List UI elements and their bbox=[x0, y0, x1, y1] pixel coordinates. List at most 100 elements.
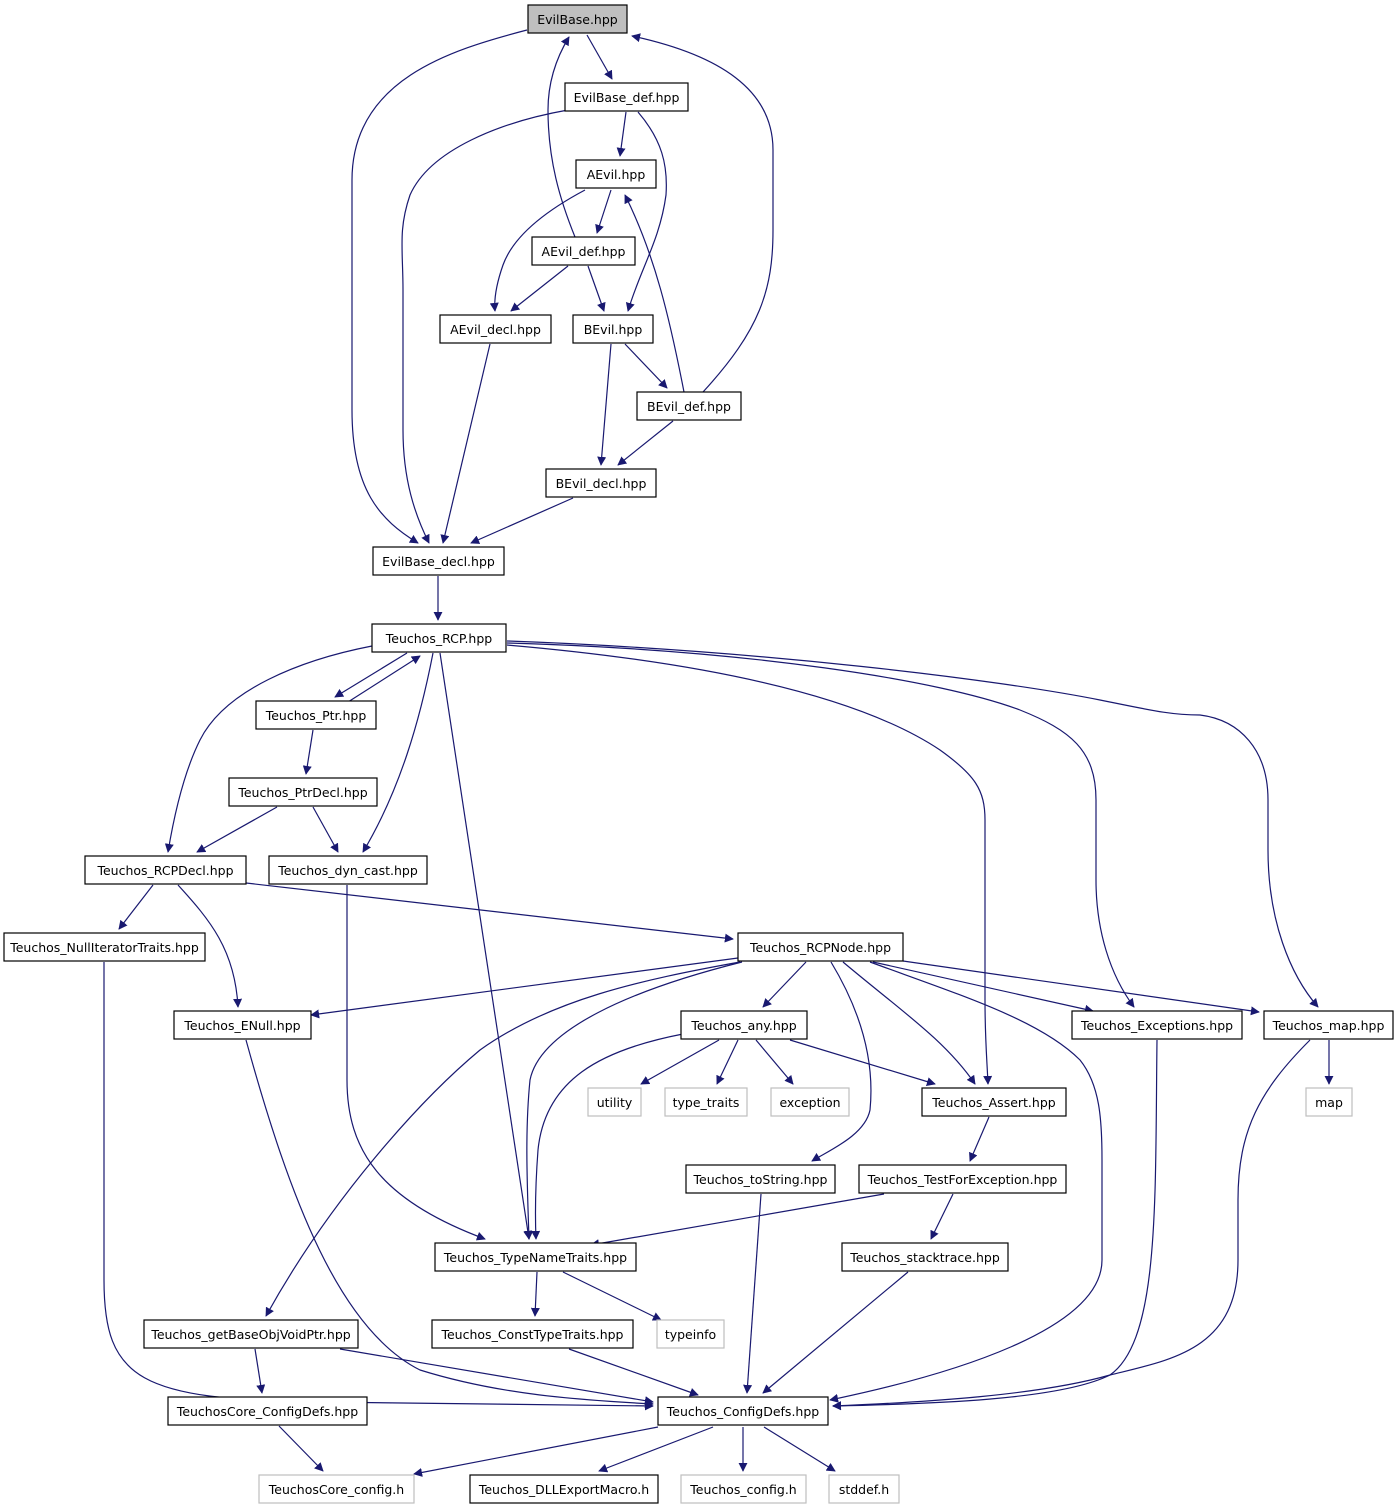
edge-evilbase-to-evilbase_def bbox=[586, 34, 613, 80]
node-configdefs[interactable]: Teuchos_ConfigDefs.hpp bbox=[657, 1396, 829, 1426]
node-label: map bbox=[1315, 1095, 1343, 1110]
node-box bbox=[564, 82, 689, 112]
edge-getbase-to-configdefs bbox=[339, 1348, 654, 1406]
node-label: EvilBase_decl.hpp bbox=[382, 554, 495, 569]
node-label: TeuchosCore_ConfigDefs.hpp bbox=[176, 1404, 358, 1419]
node-aevil[interactable]: AEvil.hpp bbox=[575, 159, 657, 189]
edge-exceptions-to-configdefs bbox=[832, 1039, 1158, 1411]
node-exceptions[interactable]: Teuchos_Exceptions.hpp bbox=[1071, 1010, 1243, 1040]
edge-rcpnode-to-enull bbox=[310, 957, 739, 1019]
edge-rcpnode-to-getbase bbox=[265, 961, 741, 1317]
edge-aevil-to-aevil_def bbox=[595, 189, 612, 234]
node-rcp[interactable]: Teuchos_RCP.hpp bbox=[371, 623, 507, 653]
node-rcpnode[interactable]: Teuchos_RCPNode.hpp bbox=[737, 932, 904, 962]
edge-testforexc-to-stacktrace bbox=[930, 1193, 954, 1240]
node-label: Teuchos_config.h bbox=[689, 1482, 796, 1497]
node-consttype[interactable]: Teuchos_ConstTypeTraits.hpp bbox=[431, 1319, 634, 1349]
node-label: Teuchos_any.hpp bbox=[690, 1018, 796, 1033]
edge-evilbase_def-to-evilbase_decl bbox=[401, 109, 569, 544]
node-label: BEvil_def.hpp bbox=[647, 399, 731, 414]
node-label: Teuchos_dyn_cast.hpp bbox=[277, 863, 418, 878]
node-box bbox=[545, 468, 657, 498]
node-box bbox=[575, 159, 657, 189]
node-bevil-decl[interactable]: BEvil_decl.hpp bbox=[545, 468, 657, 498]
node-label: Teuchos_Ptr.hpp bbox=[265, 708, 367, 723]
node-label: Teuchos_Assert.hpp bbox=[931, 1095, 1055, 1110]
node-box bbox=[167, 1396, 368, 1426]
node-ptr[interactable]: Teuchos_Ptr.hpp bbox=[255, 700, 377, 730]
node-dllexport[interactable]: Teuchos_DLLExportMacro.h bbox=[469, 1474, 659, 1504]
node-coreconfigdefs[interactable]: TeuchosCore_ConfigDefs.hpp bbox=[167, 1396, 368, 1426]
node-type-traits: type_traits bbox=[664, 1087, 748, 1117]
node-label: AEvil_def.hpp bbox=[542, 244, 626, 259]
node-rcpdecl[interactable]: Teuchos_RCPDecl.hpp bbox=[84, 855, 247, 885]
node-assert[interactable]: Teuchos_Assert.hpp bbox=[921, 1087, 1067, 1117]
node-label: stddef.h bbox=[839, 1482, 889, 1497]
node-typename[interactable]: Teuchos_TypeNameTraits.hpp bbox=[434, 1242, 637, 1272]
edge-configdefs-to-dllexport bbox=[598, 1426, 714, 1473]
edge-bevil-to-bevil_decl bbox=[597, 343, 612, 466]
node-label: exception bbox=[779, 1095, 840, 1110]
edge-rcpnode-to-configdefs bbox=[829, 961, 1103, 1403]
node-box bbox=[1305, 1087, 1353, 1117]
node-label: Teuchos_RCPNode.hpp bbox=[749, 940, 891, 955]
node-evilbase-def[interactable]: EvilBase_def.hpp bbox=[564, 82, 689, 112]
node-box bbox=[84, 855, 247, 885]
node-label: BEvil_decl.hpp bbox=[556, 476, 647, 491]
node-nulliter[interactable]: Teuchos_NullIteratorTraits.hpp bbox=[3, 932, 206, 962]
node-box bbox=[1263, 1010, 1394, 1040]
edge-rcpnode-to-any bbox=[762, 961, 807, 1008]
node-stacktrace[interactable]: Teuchos_stacktrace.hpp bbox=[841, 1242, 1009, 1272]
node-box bbox=[921, 1087, 1067, 1117]
node-enull[interactable]: Teuchos_ENull.hpp bbox=[173, 1010, 312, 1040]
edge-bevil_def-to-evilbase bbox=[631, 33, 774, 393]
node-box bbox=[3, 932, 206, 962]
node-box bbox=[371, 623, 507, 653]
node-label: Teuchos_ConfigDefs.hpp bbox=[666, 1404, 819, 1419]
node-exception: exception bbox=[770, 1087, 850, 1117]
edge-rcpnode-to-tmap bbox=[902, 960, 1260, 1016]
node-tmap[interactable]: Teuchos_map.hpp bbox=[1263, 1010, 1394, 1040]
node-any[interactable]: Teuchos_any.hpp bbox=[680, 1010, 808, 1040]
node-label: TeuchosCore_config.h bbox=[268, 1482, 404, 1497]
node-box bbox=[1071, 1010, 1243, 1040]
node-tostring[interactable]: Teuchos_toString.hpp bbox=[685, 1164, 836, 1194]
node-label: BEvil.hpp bbox=[584, 322, 643, 337]
node-box bbox=[770, 1087, 850, 1117]
node-aevil-decl[interactable]: AEvil_decl.hpp bbox=[439, 314, 552, 344]
node-label: utility bbox=[597, 1095, 633, 1110]
node-box bbox=[173, 1010, 312, 1040]
node-ptrdecl[interactable]: Teuchos_PtrDecl.hpp bbox=[228, 777, 378, 807]
edges-layer bbox=[103, 29, 1334, 1477]
edge-any-to-utility bbox=[640, 1039, 720, 1085]
edge-configdefs-to-coreconfig bbox=[413, 1426, 659, 1477]
edge-aevil_def-to-aevil_decl bbox=[510, 265, 569, 312]
node-evilbase[interactable]: EvilBase.hpp bbox=[527, 4, 628, 34]
node-label: Teuchos_TestForException.hpp bbox=[867, 1172, 1058, 1187]
node-label: typeinfo bbox=[665, 1327, 716, 1342]
edge-rcp-to-exceptions bbox=[506, 642, 1135, 1008]
node-dyncast[interactable]: Teuchos_dyn_cast.hpp bbox=[268, 855, 428, 885]
edge-rcpnode-to-exceptions bbox=[872, 961, 1094, 1014]
edge-any-to-typename bbox=[531, 1033, 684, 1240]
edge-aevil-to-aevil_decl bbox=[489, 189, 586, 312]
edge-ptrdecl-to-dyncast bbox=[312, 806, 339, 853]
node-box bbox=[587, 1087, 642, 1117]
node-box bbox=[268, 855, 428, 885]
node-label: EvilBase_def.hpp bbox=[574, 90, 680, 105]
node-testforexc[interactable]: Teuchos_TestForException.hpp bbox=[858, 1164, 1067, 1194]
node-box bbox=[469, 1474, 659, 1504]
node-bevil[interactable]: BEvil.hpp bbox=[572, 314, 654, 344]
node-evilbase-decl[interactable]: EvilBase_decl.hpp bbox=[372, 546, 505, 576]
node-box bbox=[527, 4, 628, 34]
node-tconfig: Teuchos_config.h bbox=[680, 1474, 807, 1504]
edge-ptr-to-rcp bbox=[347, 655, 421, 703]
edge-rcpnode-to-tostring bbox=[811, 961, 872, 1162]
node-box bbox=[737, 932, 904, 962]
node-getbase[interactable]: Teuchos_getBaseObjVoidPtr.hpp bbox=[143, 1319, 359, 1349]
edge-aevil_def-to-evilbase bbox=[547, 36, 576, 238]
node-aevil-def[interactable]: AEvil_def.hpp bbox=[531, 236, 636, 266]
node-box bbox=[841, 1242, 1009, 1272]
node-bevil-def[interactable]: BEvil_def.hpp bbox=[636, 391, 742, 421]
node-label: Teuchos_PtrDecl.hpp bbox=[237, 785, 367, 800]
